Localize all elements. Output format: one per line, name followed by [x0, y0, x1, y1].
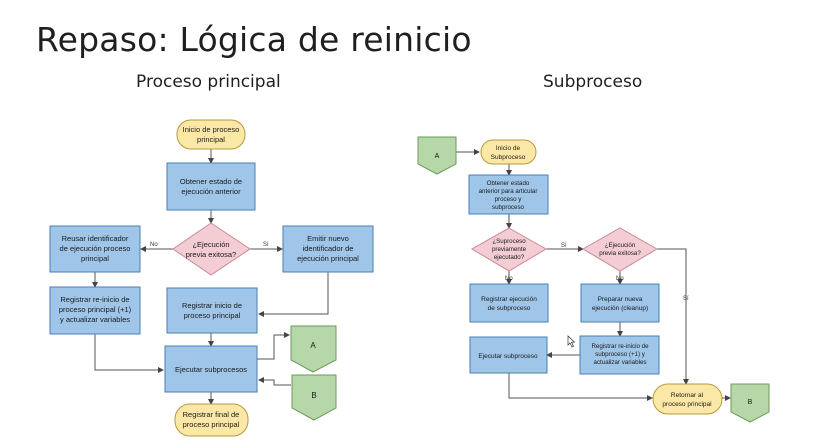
sub-decision2-line2: previa exitosa? [599, 250, 641, 257]
main-reuse-line1: Reusar identificador [62, 234, 129, 243]
main-emit-line1: Emitir nuevo [307, 234, 349, 243]
sub-get-state-line1: Obtener estado [487, 180, 530, 187]
svg-text:A: A [435, 153, 440, 160]
main-get-state-line1: Obtener estado de [180, 177, 242, 186]
sub-label-yes1: Sí [561, 243, 567, 249]
main-reuse-line3: principal [81, 254, 109, 263]
sub-prepare-box: Preparar nueva ejecución (cleanup) [580, 283, 660, 323]
slide-title: Repaso: Lógica de reinicio [36, 20, 472, 59]
sub-get-state-line4: subproceso [492, 204, 525, 211]
sub-run-line1: Ejecutar subproceso [478, 353, 538, 360]
main-label-yes: Sí [263, 242, 269, 248]
sub-register-run-box: Registrar ejecución de subproceso [469, 283, 549, 323]
sub-flow-connectors [456, 149, 731, 401]
main-start-line2: principal [197, 135, 225, 144]
main-connector-a: A [290, 325, 337, 373]
main-decision-line2: previa exitosa? [186, 250, 236, 259]
sub-register-run-line2: de subproceso [488, 305, 531, 312]
sub-connector-b: B [730, 383, 770, 423]
sub-prepare-line1: Preparar nueva [598, 296, 643, 303]
main-process-subtitle: Proceso principal [136, 72, 281, 92]
svg-text:Ejecutar subproceso: Ejecutar subproceso [478, 353, 538, 360]
sub-start-line1: Inicio de [496, 145, 521, 152]
main-run-sub-box: Ejecutar subprocesos [164, 345, 258, 393]
sub-return-line2: proceso principal [662, 401, 712, 408]
sub-register-restart-line3: actualizar variables [594, 359, 647, 366]
main-start-line1: Inicio de proceso [183, 125, 240, 134]
sub-label-yes2: Sí [683, 296, 689, 302]
main-connector-b: B [291, 374, 337, 421]
main-emit-line3: ejecución principal [297, 254, 359, 263]
main-decision-line1: ¿Ejecución [192, 240, 229, 249]
main-emit-line2: identificador de [303, 244, 354, 253]
main-end-line1: Registrar final de [183, 410, 240, 419]
sub-start-line2: Subproceso [491, 154, 526, 161]
main-register-restart-line3: y actualizar variables [60, 315, 130, 324]
sub-decision1-line2: previamente [492, 246, 527, 253]
mouse-cursor-icon [567, 335, 576, 348]
main-end-line2: proceso principal [183, 420, 240, 429]
sub-register-run-line1: Registrar ejecución [481, 296, 537, 303]
sub-get-state-line3: proceso y [495, 196, 523, 203]
sub-label-no1: No [505, 276, 513, 282]
sub-connector-a: A [417, 136, 457, 175]
sub-decision1-line3: ejecutado? [494, 254, 525, 261]
main-reuse-line2: de ejecución proceso [60, 244, 131, 253]
sub-register-restart-line2: subproceso (+1) y [595, 351, 646, 358]
sub-get-state-line2: anterior para articular [479, 188, 538, 195]
svg-text:Ejecutar subprocesos: Ejecutar subprocesos [175, 365, 247, 374]
sub-register-restart-line1: Registrar re-inicio de [591, 343, 649, 350]
sub-decision2-line1: ¿Ejecución [605, 242, 636, 249]
main-run-sub-line1: Ejecutar subprocesos [175, 365, 247, 374]
svg-text:B: B [748, 399, 753, 406]
main-flow-connectors [92, 149, 329, 405]
svg-text:B: B [311, 391, 316, 400]
sub-prepare-line2: ejecución (cleanup) [592, 305, 648, 312]
svg-text:A: A [310, 341, 316, 350]
main-label-no: No [150, 242, 158, 248]
sub-return-line1: Retornar al [671, 392, 704, 399]
main-register-start-line1: Registrar inicio de [182, 301, 242, 310]
main-get-state-line2: ejecución anterior [181, 187, 241, 196]
subprocess-subtitle: Subproceso [543, 72, 643, 92]
main-register-start-line2: proceso principal [184, 311, 241, 320]
sub-label-no2: No [616, 276, 624, 282]
main-register-restart-line2: proceso principal (+1) [59, 305, 132, 314]
sub-decision1-line1: ¿Suproceso [492, 238, 526, 245]
main-register-restart-line1: Registrar re-inicio de [60, 295, 129, 304]
sub-start-terminal: Inicio de Subproceso [480, 139, 537, 165]
sub-run-box: Ejecutar subproceso [469, 336, 548, 374]
sub-return-terminal: Retornar al proceso principal [652, 383, 723, 415]
